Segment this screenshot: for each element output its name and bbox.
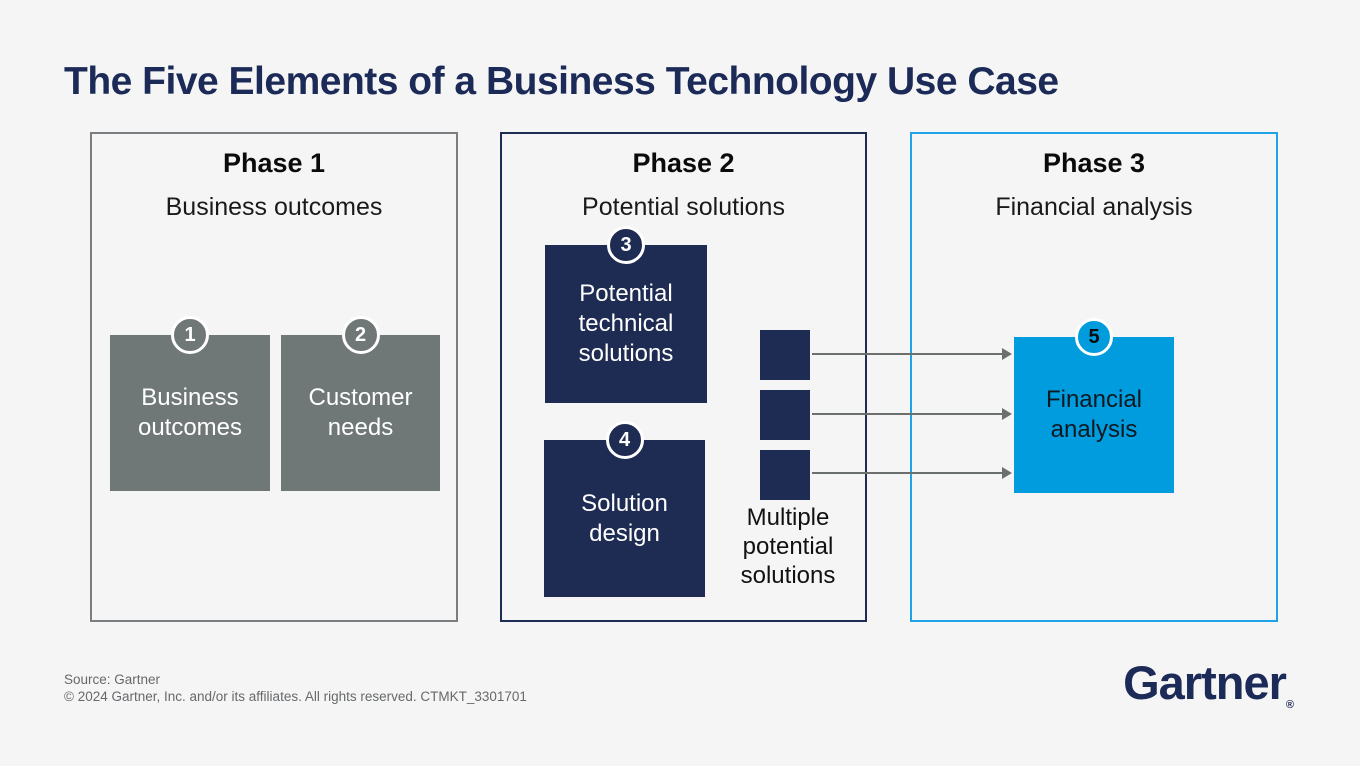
element-box-potential-technical-solutions: 3 Potential technical solutions: [545, 226, 707, 403]
arrow-right-icon: [812, 348, 1012, 360]
phase-3-subtitle: Financial analysis: [995, 193, 1193, 221]
step-5-badge-icon: 5: [1075, 318, 1113, 356]
footer: Source: Gartner © 2024 Gartner, Inc. and…: [64, 671, 527, 705]
phase-2-title: Phase 2: [632, 148, 735, 178]
step-2-badge-icon: 2: [341, 316, 380, 354]
footer-source: Source: Gartner: [64, 672, 161, 687]
solution-option-square-1: [760, 330, 810, 380]
gartner-logo-text: Gartner: [1123, 656, 1287, 709]
registered-trademark-icon: ®: [1285, 699, 1294, 711]
solution-option-square-3: [760, 450, 810, 500]
footer-copyright: © 2024 Gartner, Inc. and/or its affiliat…: [64, 689, 527, 704]
step-4-badge-icon: 4: [605, 421, 644, 459]
arrow-right-icon: [812, 467, 1012, 479]
element-box-business-outcomes: 1 Business outcomes: [110, 316, 270, 491]
element-5-label: Financial analysis: [1045, 386, 1143, 443]
step-3-badge-icon: 3: [607, 226, 645, 264]
element-2-label: Customer needs: [308, 384, 413, 441]
element-box-customer-needs: 2 Customer needs: [281, 316, 440, 491]
phase-1-subtitle: Business outcomes: [165, 193, 383, 221]
phase-3-title: Phase 3: [1042, 148, 1146, 178]
page-title: The Five Elements of a Business Technolo…: [64, 60, 1059, 103]
step-1-badge-icon: 1: [171, 316, 209, 354]
phase-2-panel: Phase 2 Potential solutions 3 Potential …: [500, 132, 867, 622]
element-box-financial-analysis: 5 Financial analysis: [1014, 318, 1174, 493]
phase-1-title: Phase 1: [222, 148, 326, 178]
phase-3-panel: Phase 3 Financial analysis 5 Financial a…: [910, 132, 1278, 622]
element-4-label: Solution design: [581, 489, 668, 547]
phase-1-panel: Phase 1 Business outcomes 1 Business out…: [90, 132, 458, 622]
phase-2-subtitle: Potential solutions: [582, 193, 785, 221]
solution-option-square-2: [760, 390, 810, 440]
element-box-solution-design: 4 Solution design: [544, 421, 705, 597]
gartner-logo: Gartner®: [1123, 655, 1294, 711]
element-1-label: Business outcomes: [137, 384, 243, 441]
arrow-right-icon: [812, 408, 1012, 420]
multiple-solutions-label: Multiple potential solutions: [740, 504, 836, 589]
element-3-label: Potential technical solutions: [578, 280, 674, 367]
